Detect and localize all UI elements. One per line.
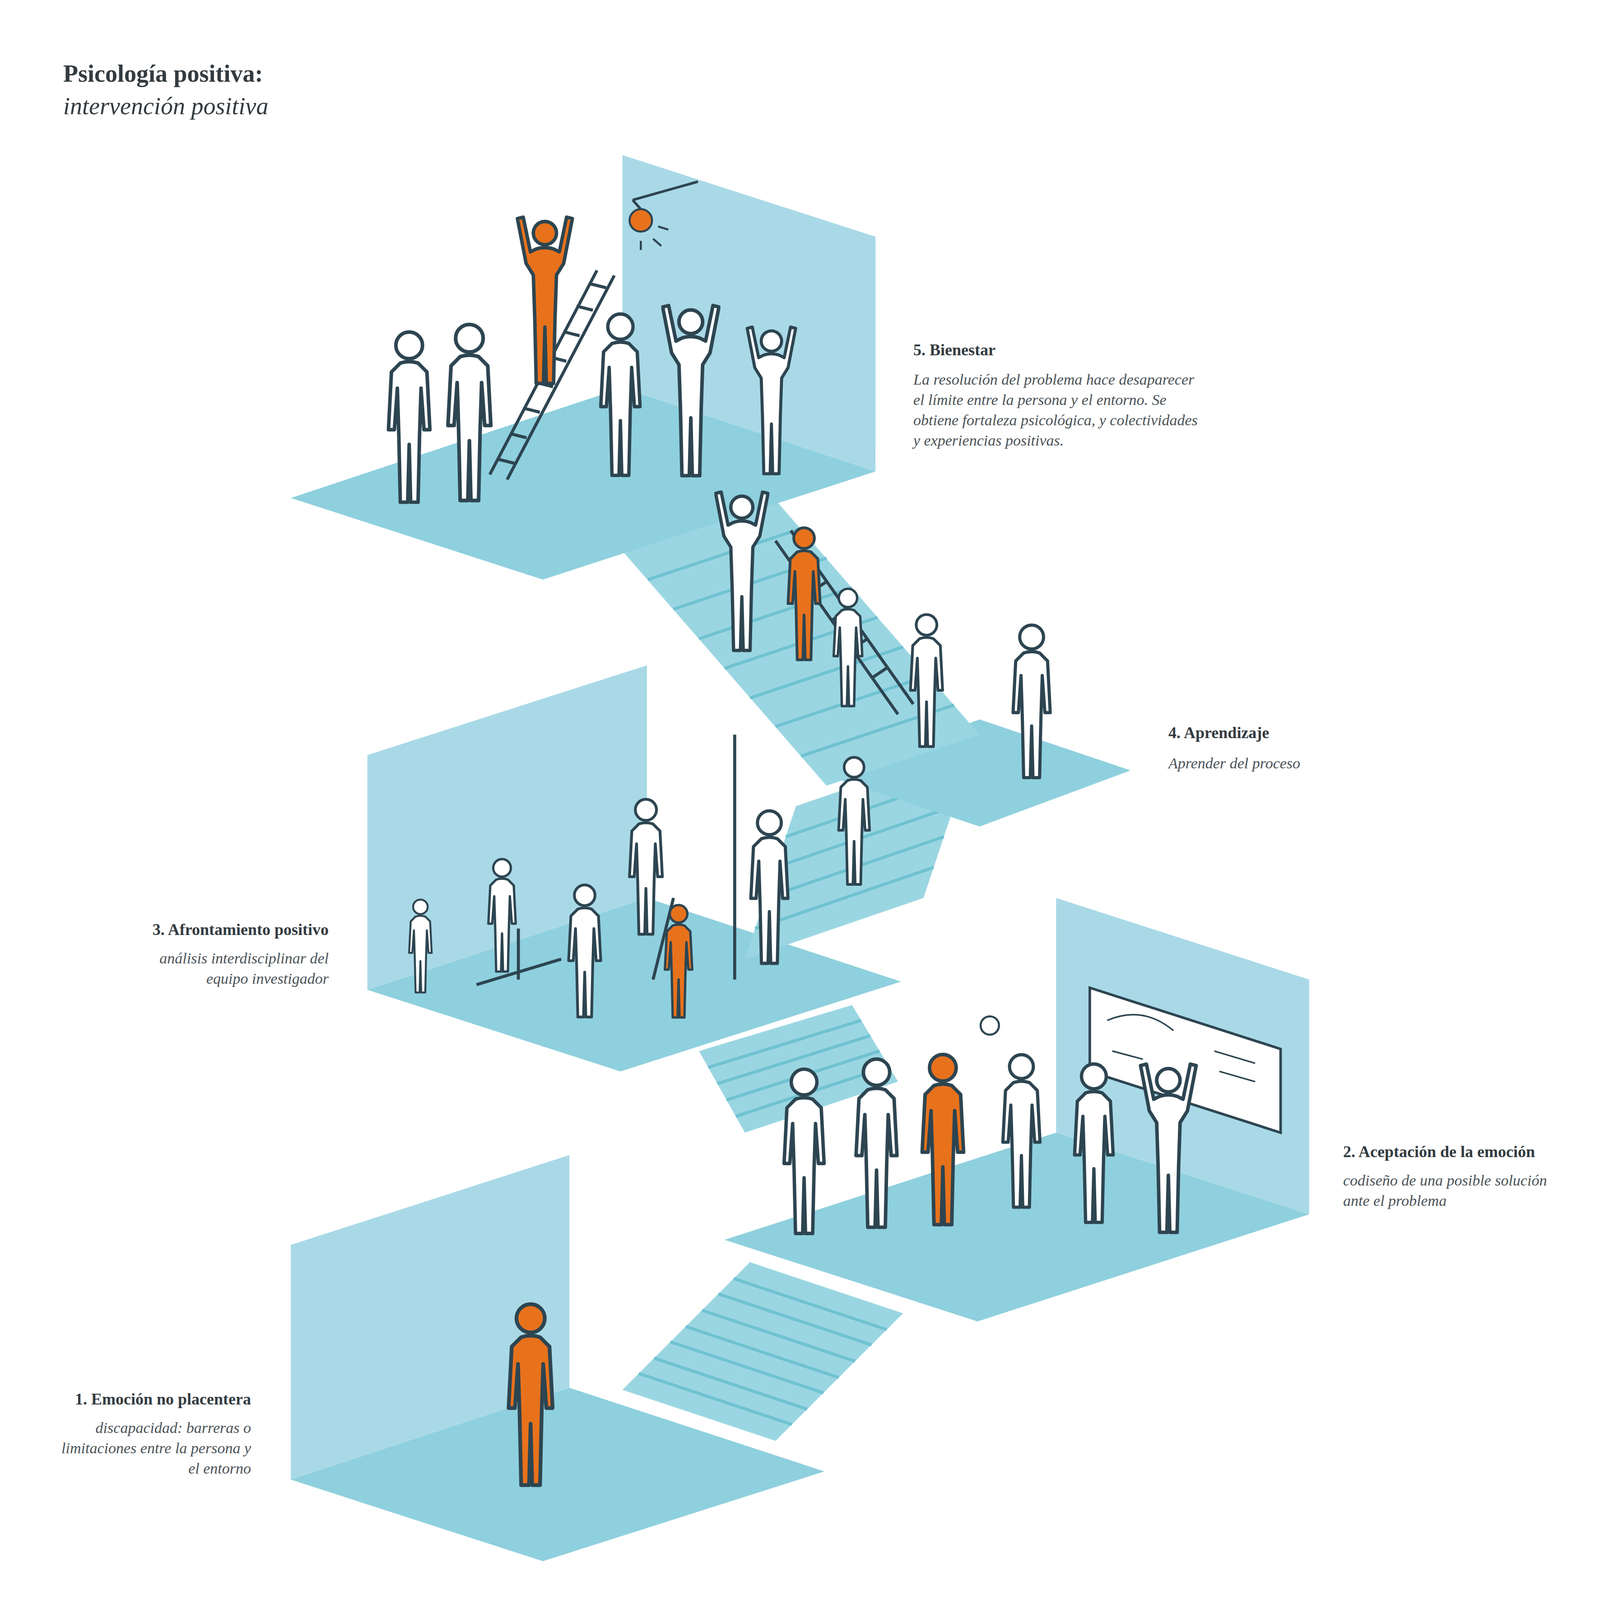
step-description: Aprender del proceso: [1168, 753, 1386, 774]
step-heading: 2. Aceptación de la emoción: [1343, 1141, 1535, 1163]
step-description: análisis interdisciplinar del equipo inv…: [130, 948, 329, 989]
stairs-one: [622, 1262, 904, 1442]
step-heading: 1. Emoción no placentera: [74, 1388, 252, 1410]
diagram-title: Psicología positiva:: [63, 57, 264, 90]
step-heading: 4. Aprendizaje: [1168, 722, 1270, 744]
step-description: codiseño de una posible solución ante el…: [1343, 1170, 1556, 1211]
step-heading: 3. Afrontamiento positivo: [152, 919, 329, 940]
step-description: discapacidad: barreras o limitaciones en…: [61, 1417, 252, 1479]
platform-five: [290, 155, 876, 580]
diagram-subtitle: intervención positiva: [63, 90, 269, 122]
step-heading: 5. Bienestar: [913, 339, 996, 361]
stairs-four: [622, 500, 980, 787]
step-description: La resolución del problema hace desapare…: [913, 369, 1203, 451]
